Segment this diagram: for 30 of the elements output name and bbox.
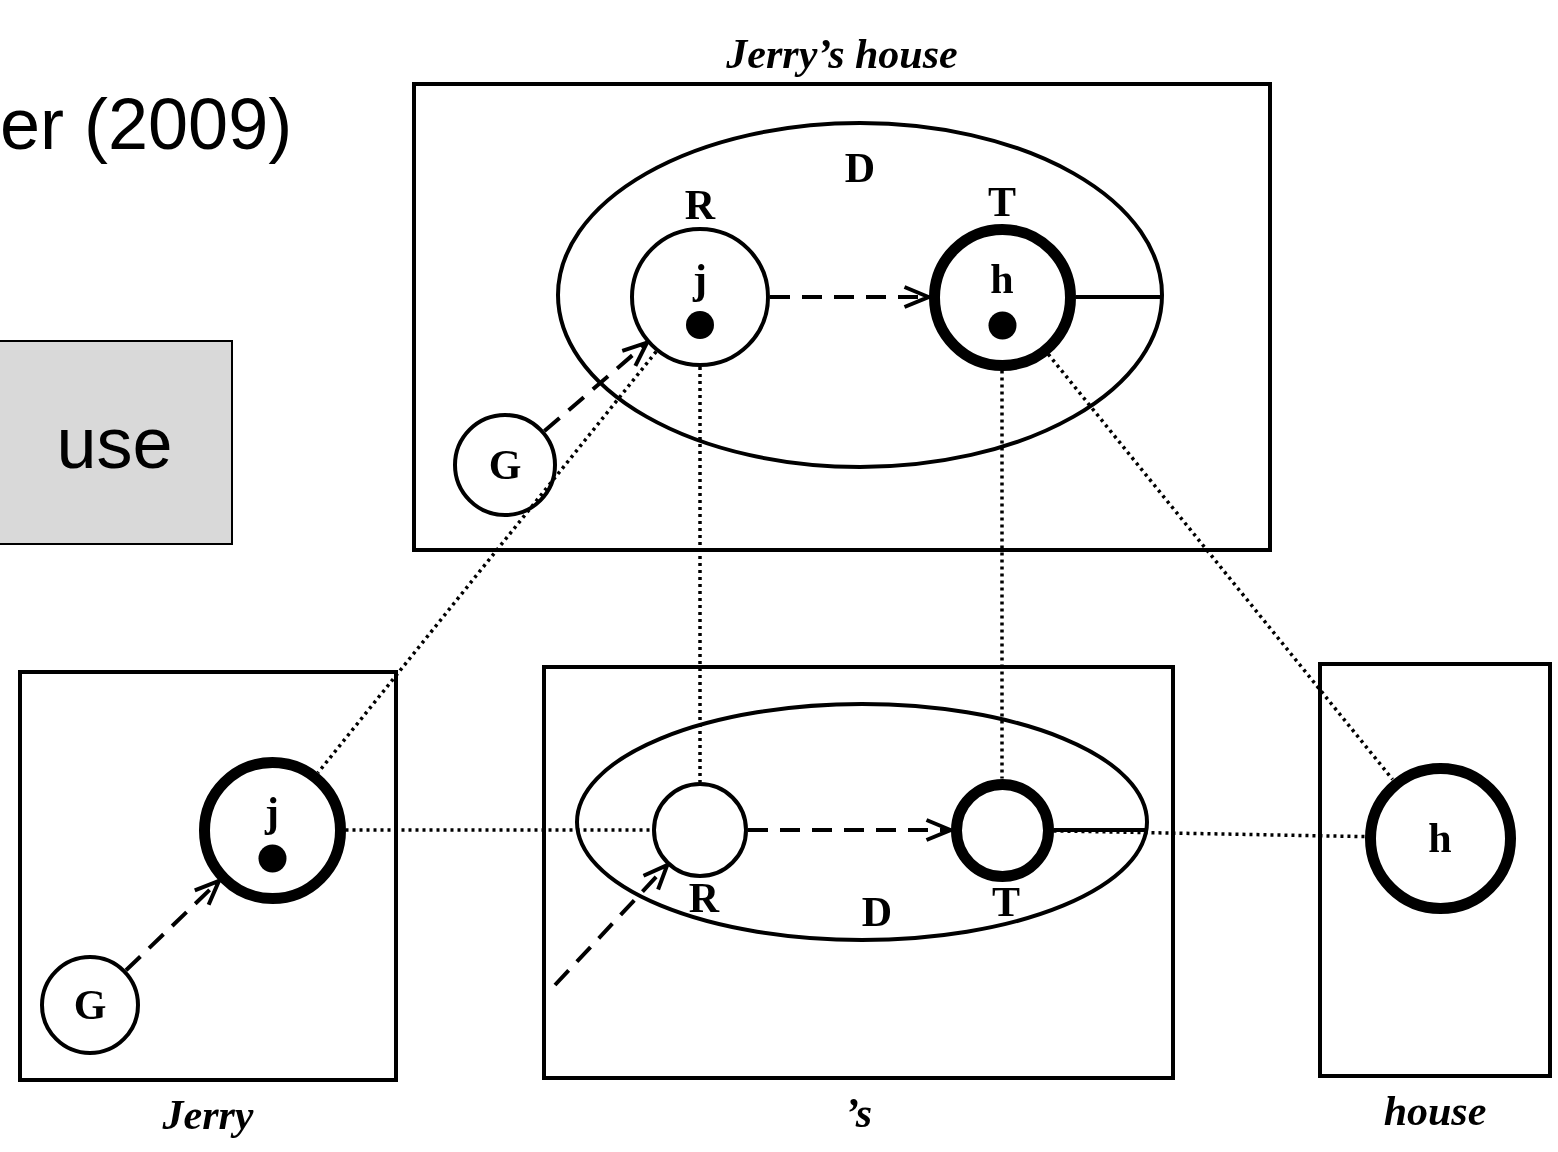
- dotted-line: [1046, 353, 1394, 781]
- dashed-arrow: [543, 340, 649, 433]
- dotted-line: [698, 367, 702, 782]
- node-letter: h: [990, 258, 1014, 300]
- box-heading: Jerry’s house: [726, 33, 958, 75]
- dotted-line: [1000, 370, 1004, 779]
- dashed-arrow: [748, 818, 953, 842]
- node-letter: G: [73, 984, 107, 1026]
- dashed-arrow: [553, 863, 670, 987]
- box-heading: ’s: [844, 1092, 873, 1134]
- node-letter: R: [684, 184, 716, 226]
- connector-line: [1075, 295, 1162, 299]
- node-letter: h: [1428, 817, 1452, 859]
- dotted-line: [345, 828, 652, 832]
- node-letter: D: [861, 891, 893, 933]
- node-letter: j: [265, 791, 279, 833]
- dotted-line: [1053, 829, 1365, 839]
- dashed-arrow: [124, 878, 221, 972]
- node-letter: R: [688, 877, 720, 919]
- node-letter: G: [488, 444, 522, 486]
- box-heading: house: [1383, 1090, 1487, 1132]
- node-letter: T: [992, 880, 1020, 923]
- node-letter: D: [844, 147, 876, 189]
- box-text: use: [56, 406, 173, 479]
- node-letter: T: [988, 180, 1016, 223]
- node-letter: j: [693, 258, 707, 300]
- box-heading: Jerry: [162, 1094, 254, 1136]
- dashed-arrow: [770, 285, 931, 309]
- dotted-line: [316, 350, 658, 774]
- connector-line: [1053, 828, 1147, 832]
